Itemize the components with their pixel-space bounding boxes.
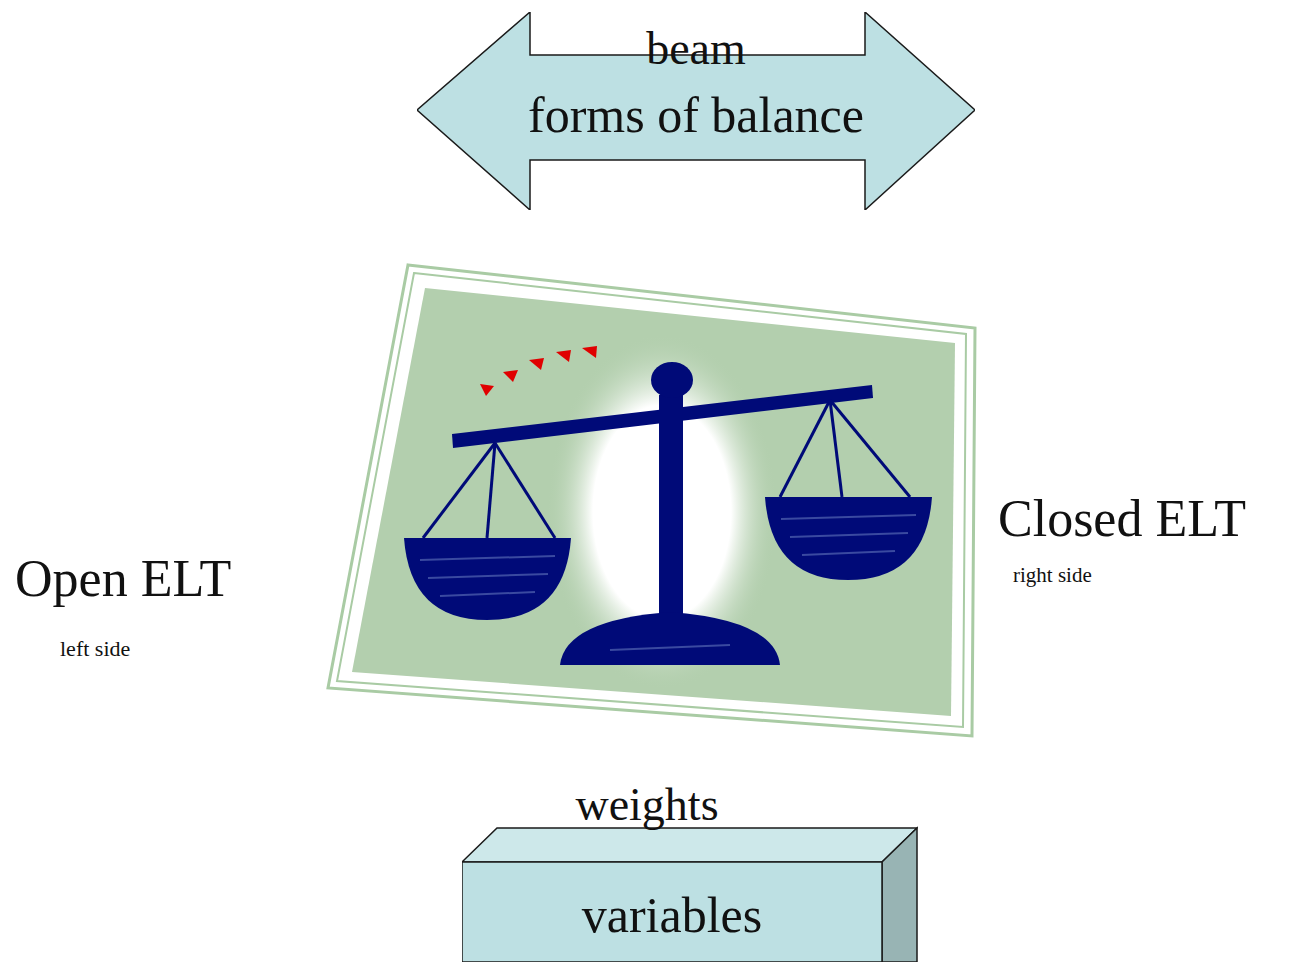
side-note: right side xyxy=(1013,565,1092,586)
variables-box: weights variables xyxy=(462,780,918,962)
side-note: left side xyxy=(60,638,130,660)
arrow-label: forms of balance xyxy=(528,90,864,140)
double-arrow: beam forms of balance xyxy=(417,12,975,210)
side-label: Closed ELT xyxy=(998,493,1246,545)
box-heading: weights xyxy=(575,782,718,828)
box-label: variables xyxy=(582,890,762,940)
arrow-heading: beam xyxy=(646,26,746,72)
side-label: Open ELT xyxy=(15,553,231,605)
